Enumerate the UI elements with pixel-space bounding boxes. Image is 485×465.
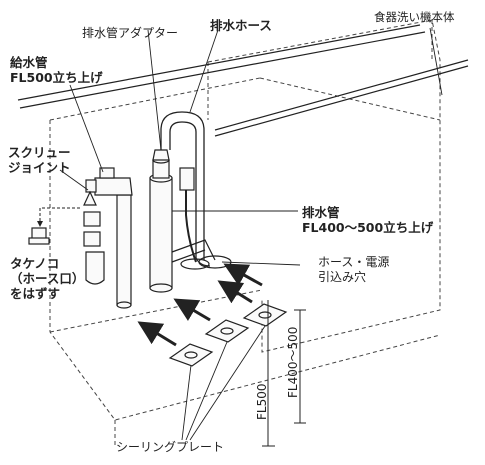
label-dim-fl500: FL500	[255, 383, 269, 421]
floor-pipes	[171, 239, 232, 270]
label-dishwasher-body: 食器洗い機本体	[374, 10, 455, 24]
label-drain-hose: 排水ホース	[210, 18, 272, 33]
takenoko-arrow	[37, 207, 80, 227]
label-hose-power-line1: ホース・電源	[318, 255, 390, 269]
insertion-arrows	[137, 263, 263, 347]
label-takenoko-line2: （ホース口）	[10, 271, 85, 286]
label-screw-joint: スクリュー ジョイント	[8, 145, 71, 175]
label-takenoko: タケノコ （ホース口） をはずす	[10, 256, 84, 301]
label-dim-fl400-500: FL400～500	[286, 326, 300, 398]
label-screw-joint-line2: ジョイント	[8, 160, 71, 175]
label-drain-pipe-line1: 排水管	[302, 205, 340, 220]
dimension-lines	[262, 300, 306, 447]
label-drain-pipe-line2: FL400～500立ち上げ	[302, 220, 434, 235]
label-water-supply: 給水管 FL500立ち上げ	[10, 55, 103, 85]
label-sealing-plate: シーリングプレート	[116, 440, 225, 454]
label-hose-power-line2: 引込み穴	[318, 270, 367, 284]
water-supply-pipe	[83, 167, 133, 309]
label-drain-adapter: 排水管アダプター	[82, 26, 179, 40]
label-hose-power-hole: ホース・電源 引込み穴	[318, 255, 389, 285]
power-cable	[185, 180, 197, 263]
label-water-supply-line1: 給水管	[10, 55, 48, 70]
dishwasher-body-outline	[207, 19, 441, 353]
label-water-supply-line2: FL500立ち上げ	[10, 70, 103, 85]
leader-lines	[59, 27, 443, 441]
label-screw-joint-line1: スクリュー	[8, 145, 71, 160]
screw-joint-parts	[28, 211, 105, 285]
connector-box	[179, 167, 195, 191]
drain-pipe	[149, 149, 173, 293]
label-takenoko-line3: をはずす	[10, 286, 61, 301]
sealing-plates	[168, 303, 288, 367]
label-drain-pipe: 排水管 FL400～500立ち上げ	[302, 205, 433, 235]
countertop-rails	[17, 24, 469, 137]
label-takenoko-line1: タケノコ	[10, 256, 60, 271]
